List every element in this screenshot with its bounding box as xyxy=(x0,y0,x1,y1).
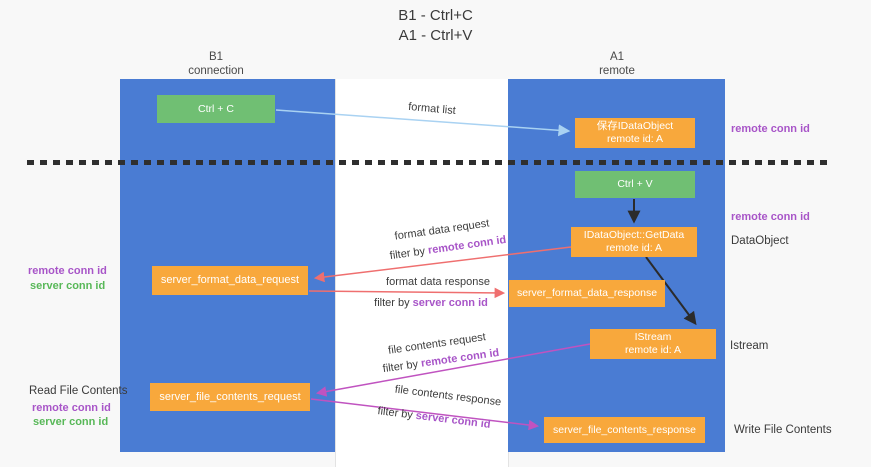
page-title: B1 - Ctrl+C A1 - Ctrl+V xyxy=(0,6,871,46)
annotation-read-file-contents: Read File Contents xyxy=(29,385,127,397)
annotation-remote-conn-id-top-right-text: remote conn id xyxy=(731,123,810,135)
server-conn-id-text-1: server conn id xyxy=(412,297,488,309)
getdata-to-istream-arrow xyxy=(645,256,697,326)
middle-band xyxy=(335,79,509,467)
annotation-remote-conn-id-top-right: remote conn id xyxy=(731,123,810,135)
annotation-server-conn-id-left-2-text: server conn id xyxy=(33,416,109,428)
title-line-1: B1 - Ctrl+C xyxy=(398,7,473,24)
annotation-istream-text: Istream xyxy=(730,340,769,352)
node-istream: IStream remote id: A xyxy=(590,329,716,359)
annotation-remote-conn-id-left-2: remote conn id xyxy=(32,402,111,414)
node-format-request-label: server_format_data_request xyxy=(160,274,300,286)
annotation-remote-conn-id-dataobject-text: remote conn id xyxy=(731,211,810,223)
annotation-remote-conn-id-dataobject: remote conn id xyxy=(731,211,810,223)
node-save-idataobject-line1: 保存IDataObject xyxy=(596,120,674,132)
node-ctrl-c-label: Ctrl + C xyxy=(198,102,234,115)
annotation-remote-conn-id-left-2-text: remote conn id xyxy=(32,402,111,414)
node-server-file-contents-response: server_file_contents_response xyxy=(544,417,705,443)
file-contents-request-arrow xyxy=(315,343,591,397)
filter-by-text-2: filter by xyxy=(374,297,413,309)
node-istream-line2: remote id: A xyxy=(624,344,682,356)
node-getdata-line2: remote id: A xyxy=(605,242,663,254)
node-file-response-label: server_file_contents_response xyxy=(552,423,696,436)
phase-divider-dashed-line xyxy=(27,160,830,165)
label-filter-by-server-1: filter by server conn id xyxy=(374,297,488,309)
title-line-2: A1 - Ctrl+V xyxy=(398,27,473,44)
node-istream-line1: IStream xyxy=(634,331,672,343)
column-a1-name: A1 xyxy=(609,51,625,63)
node-save-idataobject-line2: remote id: A xyxy=(606,133,664,145)
annotation-server-conn-id-left-1: server conn id xyxy=(30,280,105,292)
label-format-data-response: format data response xyxy=(386,276,490,288)
column-header-a1: A1 remote xyxy=(567,50,667,78)
annotation-remote-conn-id-left-1: remote conn id xyxy=(28,265,107,277)
annotation-dataobject-text: DataObject xyxy=(731,235,789,247)
annotation-write-file-contents: Write File Contents xyxy=(734,424,832,436)
format-data-request-arrow xyxy=(313,246,572,283)
format-list-arrow xyxy=(275,109,571,137)
annotation-write-file-contents-text: Write File Contents xyxy=(734,424,832,436)
annotation-server-conn-id-left-2: server conn id xyxy=(33,416,108,428)
annotation-istream: Istream xyxy=(730,340,768,352)
node-ctrl-c: Ctrl + C xyxy=(157,95,275,123)
label-format-data-response-text: format data response xyxy=(386,276,490,288)
annotation-dataobject: DataObject xyxy=(731,235,789,247)
node-file-request-label: server_file_contents_request xyxy=(159,390,301,403)
node-ctrl-v-label: Ctrl + V xyxy=(617,178,653,190)
node-server-format-data-response: server_format_data_response xyxy=(509,280,665,307)
column-b1-name: B1 xyxy=(208,51,224,63)
node-save-idataobject: 保存IDataObject remote id: A xyxy=(575,118,695,148)
node-idataobject-getdata: IDataObject::GetData remote id: A xyxy=(571,227,697,257)
column-b1-role: connection xyxy=(188,65,244,77)
annotation-server-conn-id-left-1-text: server conn id xyxy=(30,280,106,292)
column-a1-role: remote xyxy=(599,65,635,77)
node-server-format-data-request: server_format_data_request xyxy=(152,266,308,295)
node-ctrl-v: Ctrl + V xyxy=(575,171,695,198)
node-getdata-line1: IDataObject::GetData xyxy=(583,229,685,241)
node-server-file-contents-request: server_file_contents_request xyxy=(150,383,310,411)
node-format-response-label: server_format_data_response xyxy=(516,287,658,299)
file-contents-response-arrow xyxy=(310,398,540,431)
annotation-read-file-contents-text: Read File Contents xyxy=(29,385,128,397)
format-data-response-arrow xyxy=(308,287,506,299)
annotation-remote-conn-id-left-1-text: remote conn id xyxy=(28,265,107,277)
column-header-b1: B1 connection xyxy=(166,50,266,78)
